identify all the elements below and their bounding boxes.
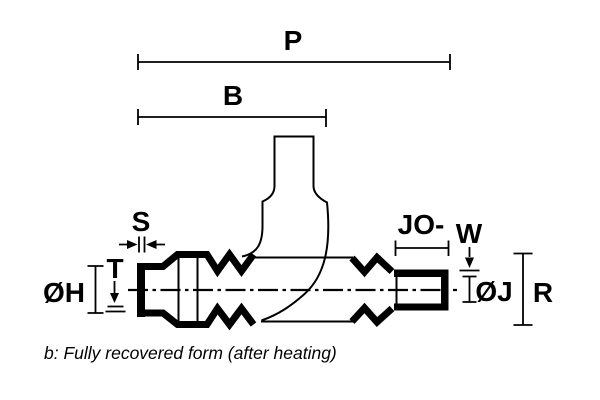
dimension-s-lines xyxy=(119,236,165,253)
dimension-t-lines xyxy=(105,281,126,313)
figure-caption: b: Fully recovered form (after heating) xyxy=(44,343,337,363)
branch-left-side xyxy=(241,185,276,258)
dim-label-r: R xyxy=(533,277,553,308)
dimension-t: T xyxy=(105,253,126,313)
branch-neck xyxy=(273,135,315,186)
body-bottom-right-corrugation xyxy=(349,302,395,327)
dimension-oj: ØJ xyxy=(462,275,513,307)
dim-label-w: W xyxy=(456,218,483,249)
dim-label-oj: ØJ xyxy=(475,276,512,307)
dim-label-oh: ØH xyxy=(43,277,85,308)
s-arrow-left xyxy=(146,240,157,249)
body-top-right-corrugation xyxy=(349,252,395,278)
dimension-oh: ØH xyxy=(43,265,104,314)
s-arrow-right xyxy=(127,240,138,249)
dimension-s: S xyxy=(119,206,165,253)
dim-label-s: S xyxy=(132,206,151,237)
body-bottom-contour xyxy=(137,302,257,331)
t-arrow-down xyxy=(110,293,119,303)
dim-label-t: T xyxy=(106,253,123,284)
dim-label-p: P xyxy=(284,25,303,56)
w-arrow-down xyxy=(465,257,474,268)
dimension-jo: JO- xyxy=(394,209,450,256)
dimension-b-line xyxy=(137,109,327,127)
dimension-p-line xyxy=(137,54,451,70)
dimension-oj-line xyxy=(462,275,477,303)
dimension-p: P xyxy=(137,25,451,70)
branch-right-arc xyxy=(261,185,330,322)
dim-label-jo: JO- xyxy=(398,209,445,240)
body-top-contour xyxy=(137,248,257,278)
dimension-r: R xyxy=(513,252,553,326)
dimension-w-lines xyxy=(459,247,480,272)
dimension-r-line xyxy=(513,252,533,326)
dim-label-b: B xyxy=(223,80,243,111)
dimension-jo-line xyxy=(394,240,450,256)
elbow-branch-outline xyxy=(241,135,330,322)
dimension-b: B xyxy=(137,80,327,127)
dimension-w: W xyxy=(456,218,483,272)
dimension-oh-line xyxy=(87,265,104,314)
